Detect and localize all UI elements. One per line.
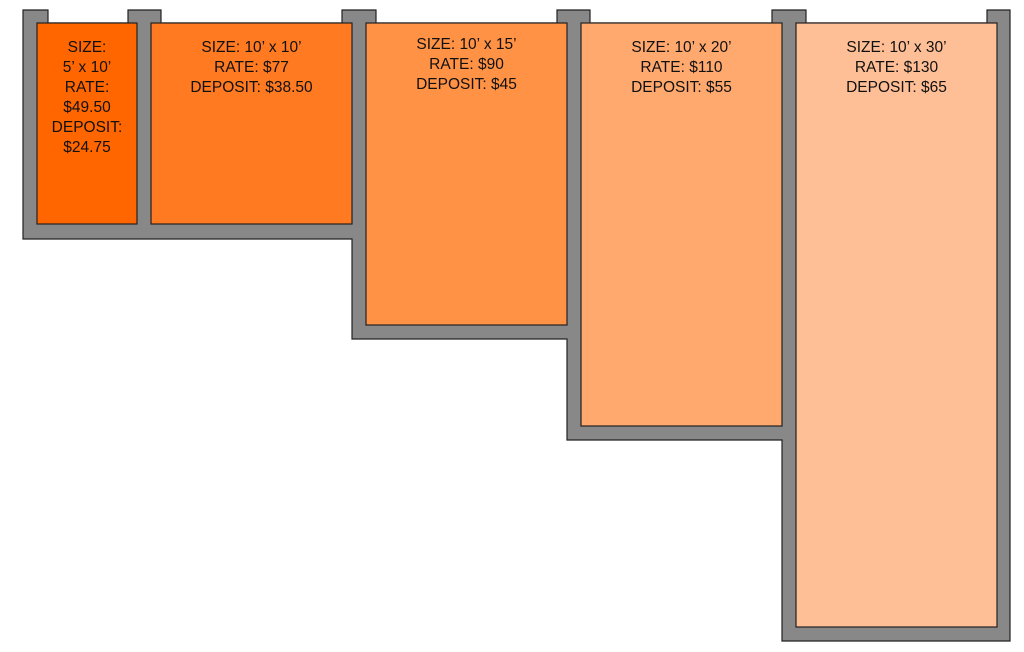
unit-10x10[interactable] [150,22,353,225]
unit-10x15[interactable] [365,22,568,326]
unit-10x20[interactable] [580,22,783,427]
unit-10x30[interactable] [795,22,998,628]
unit-5x10[interactable] [36,22,138,225]
